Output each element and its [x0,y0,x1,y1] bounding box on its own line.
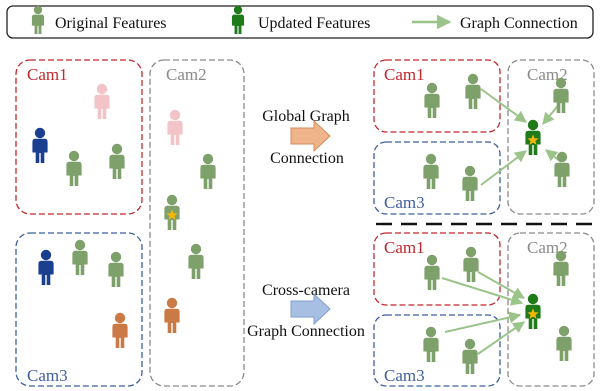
bottom-people [423,246,572,374]
bottom-cam2-region [507,232,595,387]
person-icon [465,73,481,109]
person-icon [554,151,570,187]
person-icon [167,109,183,145]
cross-camera-label-line1: Cross-camera [262,282,350,299]
person-icon [112,312,128,348]
person-icon [109,143,125,179]
left-cam3-region [15,232,143,387]
person-icon [188,243,204,279]
bottom-cam1-label: Cam1 [384,238,425,257]
graph-edge [441,277,524,306]
person-icon [463,246,479,282]
cross-camera-arrow-icon [290,292,331,326]
left-cam1-label: Cam1 [27,65,68,84]
person-icon [32,127,48,163]
top-cam1-region [373,59,501,133]
person-icon [462,338,478,374]
person-icon [38,249,54,285]
graph-edge [477,271,526,299]
graph-edge [480,88,527,123]
top-cam3-region [373,141,501,215]
person-icon [66,150,82,186]
bottom-cam3-region [373,314,501,387]
bottom-cam1-region [373,232,501,306]
person-icon [108,251,124,287]
top-graph-edges [480,88,562,186]
person-icon [423,153,439,189]
bottom-graph-edges [441,271,526,355]
legend-original-label: Original Features [55,15,167,32]
graph-edge [477,321,525,355]
graph-edge [444,311,522,333]
top-cam2-region [507,59,595,215]
global-graph-arrow-icon [290,119,331,153]
person-icon [424,82,440,118]
top-cam3-label: Cam3 [384,193,425,212]
person-icon [424,254,440,290]
global-graph-label-line2: Connection [270,150,344,167]
person-icon [462,165,478,201]
person-with-star-icon [164,194,180,230]
left-cam3-label: Cam3 [27,366,68,385]
updated-person-with-star-icon [525,293,541,329]
legend-updated-label: Updated Features [258,15,370,32]
left-cam1-region [15,59,143,215]
legend-connection-label: Graph Connection [460,15,578,32]
left-people [32,83,216,348]
person-icon [200,153,216,189]
person-icon [556,325,572,361]
global-graph-label-line1: Global Graph [262,108,350,125]
top-people [423,73,570,201]
person-icon [94,83,110,119]
graph-edge [480,150,527,186]
cross-camera-label-line2: Graph Connection [247,323,365,340]
left-cam2-label: Cam2 [166,65,207,84]
person-icon [72,239,88,275]
person-icon [164,297,180,333]
updated-person-with-star-icon [525,119,541,155]
bottom-cam3-label: Cam3 [384,366,425,385]
legend-box [6,5,594,39]
top-cam1-label: Cam1 [384,65,425,84]
left-cam2-region [149,59,245,387]
person-icon [423,326,439,362]
